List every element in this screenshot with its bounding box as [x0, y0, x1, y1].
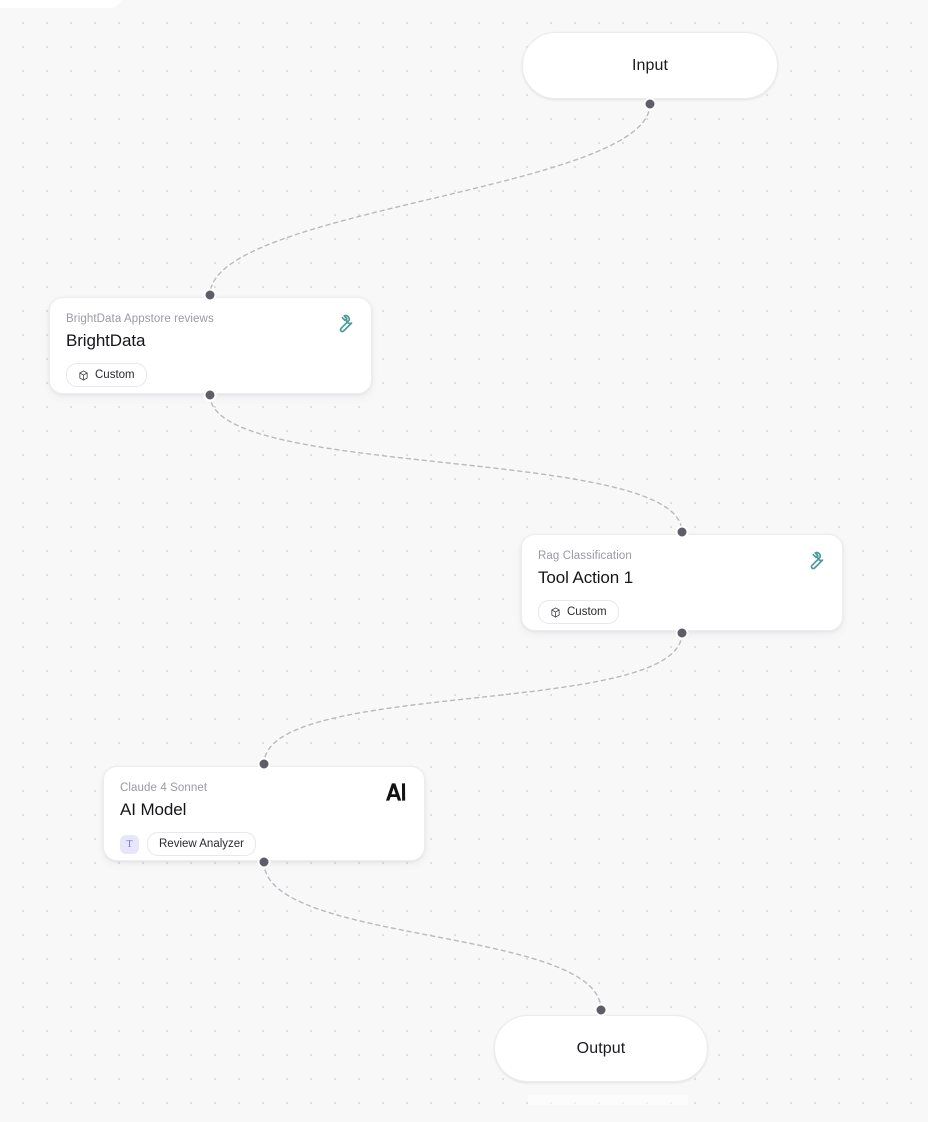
node-output-label: Output: [576, 1039, 626, 1057]
node-brightdata-subtitle: BrightData Appstore reviews: [66, 313, 214, 325]
node-tool-action-subtitle: Rag Classification: [538, 550, 632, 562]
brightdata-target-handle[interactable]: [204, 289, 216, 301]
card-header: BrightData Appstore reviews BrightData: [66, 312, 355, 352]
card-text-block: BrightData Appstore reviews BrightData: [66, 312, 214, 352]
node-input[interactable]: Input: [522, 32, 778, 99]
bottom-right-panel-overlay: [528, 1095, 688, 1105]
chip-custom-label: Custom: [95, 369, 135, 381]
chip-custom[interactable]: Custom: [66, 363, 147, 387]
edge-tool-action-to-ai-model: [263, 632, 683, 765]
edge-ai-model-to-output: [263, 861, 602, 1011]
node-tool-action-title: Tool Action 1: [538, 568, 634, 587]
ai-model-target-handle[interactable]: [258, 758, 270, 770]
chip-review-analyzer[interactable]: Review Analyzer: [147, 832, 257, 856]
cube-icon: [551, 607, 560, 617]
card-header: Rag Classification Tool Action 1: [538, 549, 826, 589]
input-source-handle[interactable]: [644, 98, 656, 110]
card-footer: T Review Analyzer: [120, 832, 408, 856]
cube-icon: [79, 370, 88, 380]
wrench-icon[interactable]: [334, 313, 355, 339]
node-tool-action[interactable]: Rag Classification Tool Action 1 Custom: [521, 534, 843, 631]
tool-action-target-handle[interactable]: [676, 526, 688, 538]
anthropic-glyph: [386, 783, 406, 801]
edge-brightdata-to-tool-action: [209, 394, 683, 533]
node-ai-model-subtitle: Claude 4 Sonnet: [120, 782, 208, 794]
text-type-badge: T: [120, 834, 139, 854]
node-output[interactable]: Output: [494, 1015, 708, 1082]
tool-action-source-handle[interactable]: [676, 627, 688, 639]
node-ai-model[interactable]: Claude 4 Sonnet AI Model T Review Analyz…: [103, 766, 425, 861]
node-ai-model-title: AI Model: [120, 800, 187, 819]
card-footer: Custom: [66, 363, 355, 387]
card-header: Claude 4 Sonnet AI Model: [120, 781, 408, 821]
card-text-block: Rag Classification Tool Action 1: [538, 549, 633, 589]
brightdata-source-handle[interactable]: [204, 389, 216, 401]
node-brightdata-title: BrightData: [66, 331, 146, 350]
node-input-label: Input: [631, 56, 669, 74]
top-left-panel-overlay: [0, 0, 122, 8]
chip-custom[interactable]: Custom: [538, 600, 619, 624]
wrench-icon[interactable]: [805, 550, 826, 576]
card-text-block: Claude 4 Sonnet AI Model: [120, 781, 207, 821]
ai-model-source-handle[interactable]: [258, 856, 270, 868]
output-target-handle[interactable]: [595, 1004, 607, 1016]
edge-input-to-brightdata: [209, 103, 651, 296]
chip-review-analyzer-label: Review Analyzer: [159, 838, 245, 850]
node-brightdata[interactable]: BrightData Appstore reviews BrightData C…: [49, 297, 372, 394]
card-footer: Custom: [538, 600, 826, 624]
anthropic-logo-icon: [386, 782, 408, 806]
chip-custom-label: Custom: [567, 606, 607, 618]
